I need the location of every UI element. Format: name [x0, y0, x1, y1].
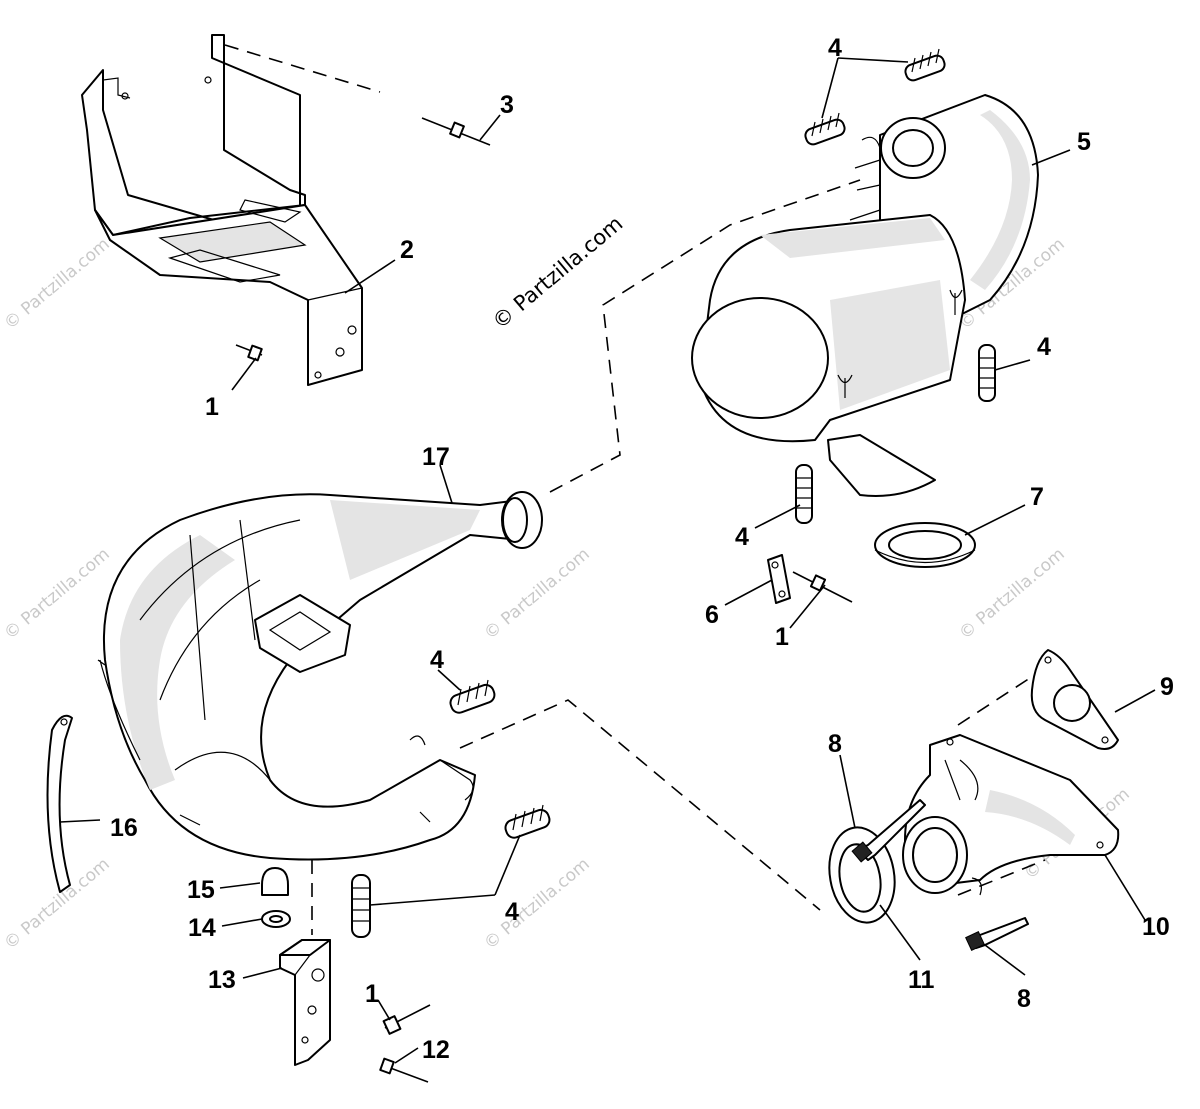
spring-center	[449, 679, 496, 714]
callout-1: 1	[205, 393, 219, 421]
callout-labels: 1 2 3 4 5 4 17 4 7 6 1 4 9 8 16 15 14 4 …	[110, 34, 1174, 1064]
bolt-8-lower	[965, 917, 1029, 951]
assembly-lines	[224, 44, 1046, 935]
mounting-bracket	[81, 34, 363, 386]
spring-right	[978, 344, 996, 402]
watermark-faint: © Partzilla.com	[480, 544, 593, 644]
watermark-main: © Partzilla.com	[488, 211, 628, 334]
callout-9: 9	[1160, 673, 1174, 701]
callout-11: 11	[908, 966, 935, 994]
leader-lines	[59, 57, 1156, 1064]
cap-15	[261, 867, 289, 896]
watermark-faint: © Partzilla.com	[955, 544, 1068, 644]
screw-12	[379, 1057, 429, 1083]
plate-6	[767, 554, 791, 604]
watermark-faint: © Partzilla.com	[0, 234, 113, 334]
callout-15: 15	[187, 876, 215, 904]
callout-12: 12	[422, 1036, 450, 1064]
spring-top	[904, 48, 946, 82]
callout-16: 16	[110, 814, 138, 842]
strap-16	[46, 714, 73, 893]
callout-7: 7	[1030, 483, 1044, 511]
muffler	[691, 94, 1039, 497]
screw-part-3	[421, 117, 491, 146]
callout-6: 6	[705, 601, 719, 629]
callout-4: 4	[1037, 333, 1051, 361]
callout-1: 1	[775, 623, 789, 651]
callout-4: 4	[735, 523, 749, 551]
washer-14	[261, 910, 291, 928]
callout-4: 4	[430, 646, 444, 674]
watermark-faint: © Partzilla.com	[480, 854, 593, 954]
spring-lower-center	[504, 804, 551, 839]
manifold-10	[902, 734, 1120, 896]
callout-5: 5	[1077, 128, 1091, 156]
callout-4: 4	[505, 898, 519, 926]
screw-top-left	[235, 344, 263, 362]
callout-8: 8	[828, 730, 842, 758]
callout-13: 13	[208, 966, 236, 994]
callout-17: 17	[422, 443, 450, 471]
gasket-7	[874, 522, 976, 568]
bracket-13	[279, 939, 331, 1066]
expansion-chamber	[97, 491, 543, 861]
spring-middle	[795, 464, 813, 524]
spring-bottom	[351, 874, 371, 938]
bolt-8-upper	[851, 799, 926, 863]
spring-upper-left	[804, 112, 846, 146]
callout-10: 10	[1142, 913, 1170, 941]
gasket-9	[1030, 649, 1119, 750]
watermark-faint: © Partzilla.com	[0, 544, 113, 644]
callout-2: 2	[400, 236, 414, 264]
callout-14: 14	[188, 914, 216, 942]
callout-1: 1	[365, 980, 379, 1008]
callout-8: 8	[1017, 985, 1031, 1013]
callout-3: 3	[500, 91, 514, 119]
callout-4: 4	[828, 34, 842, 62]
